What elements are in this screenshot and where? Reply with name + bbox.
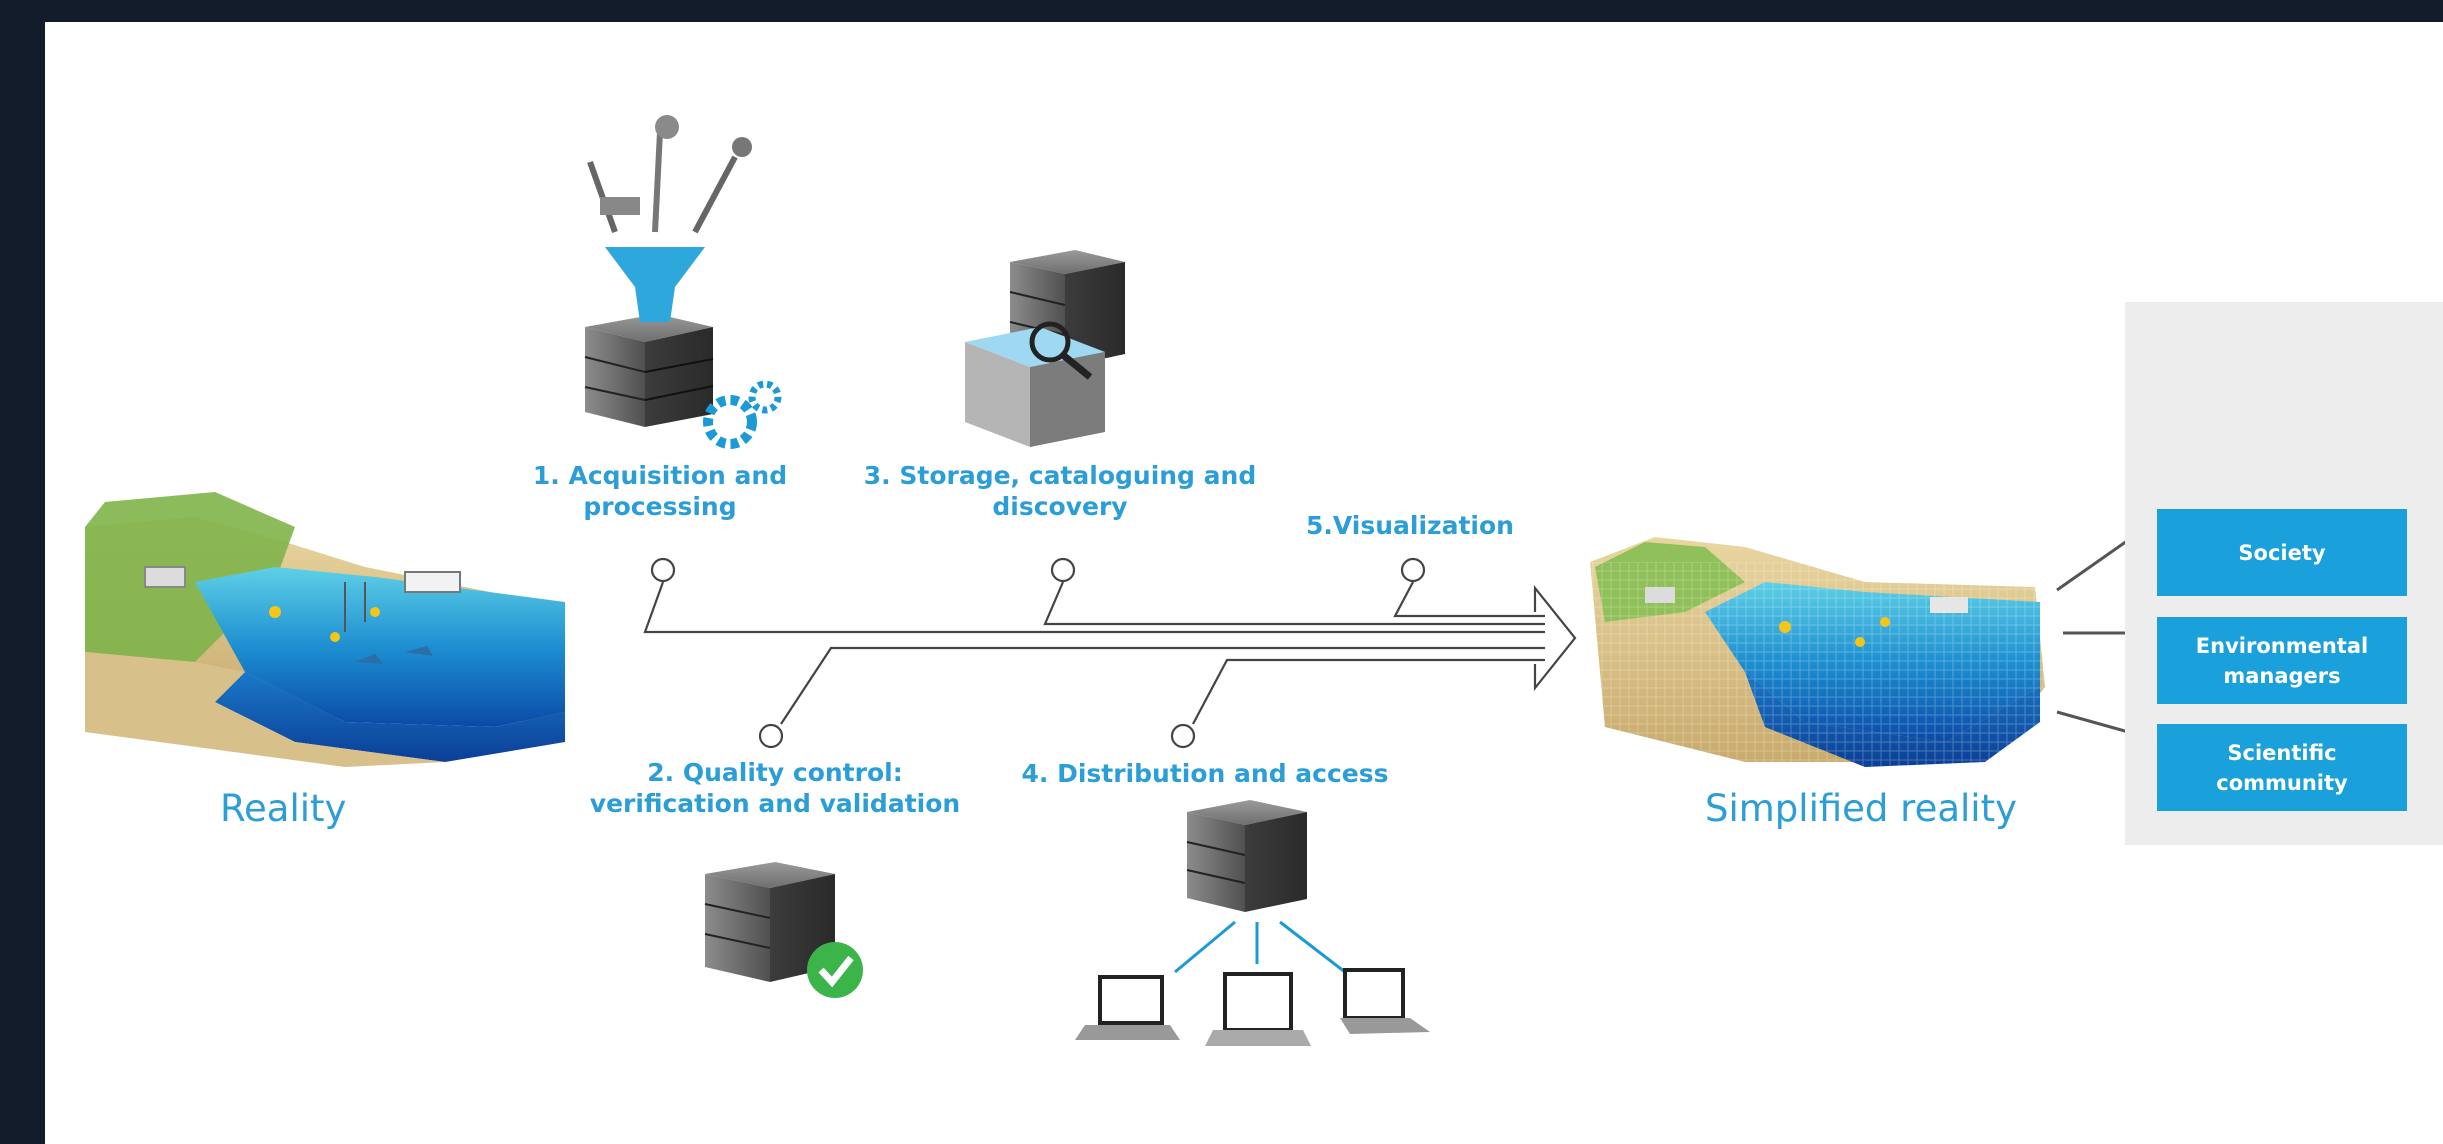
laptop-icon — [1075, 975, 1180, 1040]
reality-ocean-illustration — [85, 492, 565, 767]
step-3-label: 3. Storage, cataloguing and discovery — [863, 461, 1257, 521]
simplified-reality-illustration — [1590, 537, 2045, 772]
storage-archive-icon — [965, 250, 1125, 447]
reality-label: Reality — [220, 787, 347, 830]
laptop-icon — [1205, 972, 1311, 1046]
distribution-server-icon — [1075, 800, 1430, 1046]
quality-control-server-icon — [704, 862, 863, 998]
stakeholder-panel: Society Environmental managers Scientifi… — [2125, 302, 2443, 845]
simplified-reality-label: Simplified reality — [1705, 787, 2017, 830]
stakeholder-scientific-community[interactable]: Scientific community — [2157, 724, 2407, 811]
stakeholder-environmental-managers[interactable]: Environmental managers — [2157, 617, 2407, 704]
diagram-canvas: Society Environmental managers Scientifi… — [45, 22, 2443, 1144]
step-1-label: 1. Acquisition and processing — [532, 461, 788, 521]
step-4-label: 4. Distribution and access — [1021, 759, 1389, 788]
step-2-label: 2. Quality control: verification and val… — [589, 758, 961, 818]
pipeline-illustration — [85, 115, 2351, 1046]
step-5-label: 5.Visualization — [1306, 511, 1514, 540]
laptop-icon — [1340, 968, 1430, 1034]
stakeholder-society[interactable]: Society — [2157, 509, 2407, 596]
acquisition-server-icon — [584, 115, 782, 449]
pipeline-lines — [643, 557, 1577, 749]
